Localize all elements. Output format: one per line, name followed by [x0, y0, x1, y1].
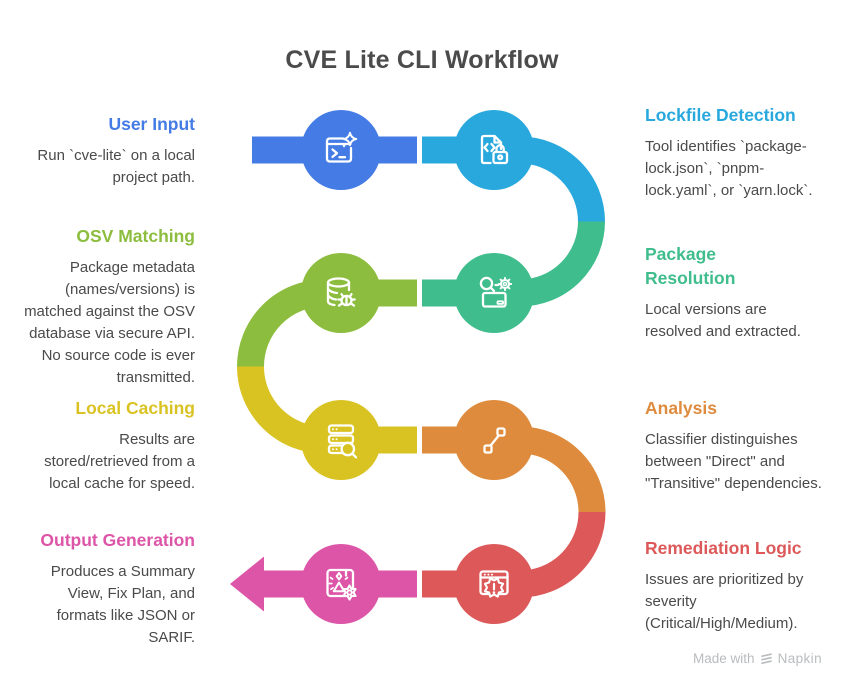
step-body-analysis: Classifier distinguishes between "Direct… — [645, 431, 822, 492]
step-body-osv-matching: Package metadata (names/versions) is mat… — [24, 259, 195, 386]
step-remediation-logic: Remediation Logic Issues are prioritized… — [645, 536, 840, 635]
code-file-lock-icon — [480, 134, 509, 165]
node-local-caching — [301, 400, 381, 480]
step-body-user-input: Run `cve-lite` on a local project path. — [37, 147, 195, 186]
napkin-brand-label: Napkin — [777, 651, 822, 666]
output-arrowhead — [230, 556, 264, 612]
node-user-input — [301, 110, 381, 190]
server-search-icon — [327, 424, 358, 459]
step-title-output-generation: Output Generation — [40, 530, 195, 550]
step-body-package-resolution: Local versions are resolved and extracte… — [645, 301, 801, 340]
step-lockfile-detection: Lockfile Detection Tool identifies `pack… — [645, 103, 840, 202]
node-osv-matching — [301, 253, 381, 333]
flow-bands — [237, 136, 606, 598]
step-title-osv-matching: OSV Matching — [76, 226, 195, 246]
step-body-output-generation: Produces a Summary View, Fix Plan, and f… — [50, 563, 195, 646]
step-title-analysis: Analysis — [645, 398, 717, 418]
step-title-lockfile-detection: Lockfile Detection — [645, 105, 796, 125]
database-bug-icon — [326, 277, 356, 307]
step-title-remediation-logic: Remediation Logic — [645, 538, 802, 558]
browser-alert-icon — [479, 570, 509, 598]
made-with-label: Made with — [693, 651, 755, 666]
step-body-remediation-logic: Issues are prioritized by severity (Crit… — [645, 571, 804, 632]
step-analysis: Analysis Classifier distinguishes betwee… — [645, 396, 840, 495]
step-package-resolution: Package Resolution Local versions are re… — [645, 242, 840, 343]
step-title-package-resolution: Package Resolution — [645, 244, 736, 288]
step-user-input: User Input Run `cve-lite` on a local pro… — [10, 112, 195, 189]
made-with-napkin: Made with Napkin — [693, 651, 822, 666]
link-nodes-icon — [483, 427, 506, 454]
napkin-logo-icon — [760, 653, 772, 664]
page-title: CVE Lite CLI Workflow — [285, 46, 559, 74]
step-output-generation: Output Generation Produces a Summary Vie… — [10, 528, 195, 649]
step-title-local-caching: Local Caching — [75, 398, 195, 418]
search-gear-box-icon — [479, 276, 513, 308]
document-gear-icon — [326, 568, 357, 601]
node-lockfile-detection — [454, 110, 534, 190]
step-osv-matching: OSV Matching Package metadata (names/ver… — [10, 224, 195, 389]
step-title-user-input: User Input — [108, 114, 195, 134]
step-body-lockfile-detection: Tool identifies `package- lock.json`, `p… — [645, 138, 813, 199]
terminal-sparkle-icon — [325, 131, 358, 163]
step-body-local-caching: Results are stored/retrieved from a loca… — [44, 431, 195, 492]
step-local-caching: Local Caching Results are stored/retriev… — [10, 396, 195, 495]
